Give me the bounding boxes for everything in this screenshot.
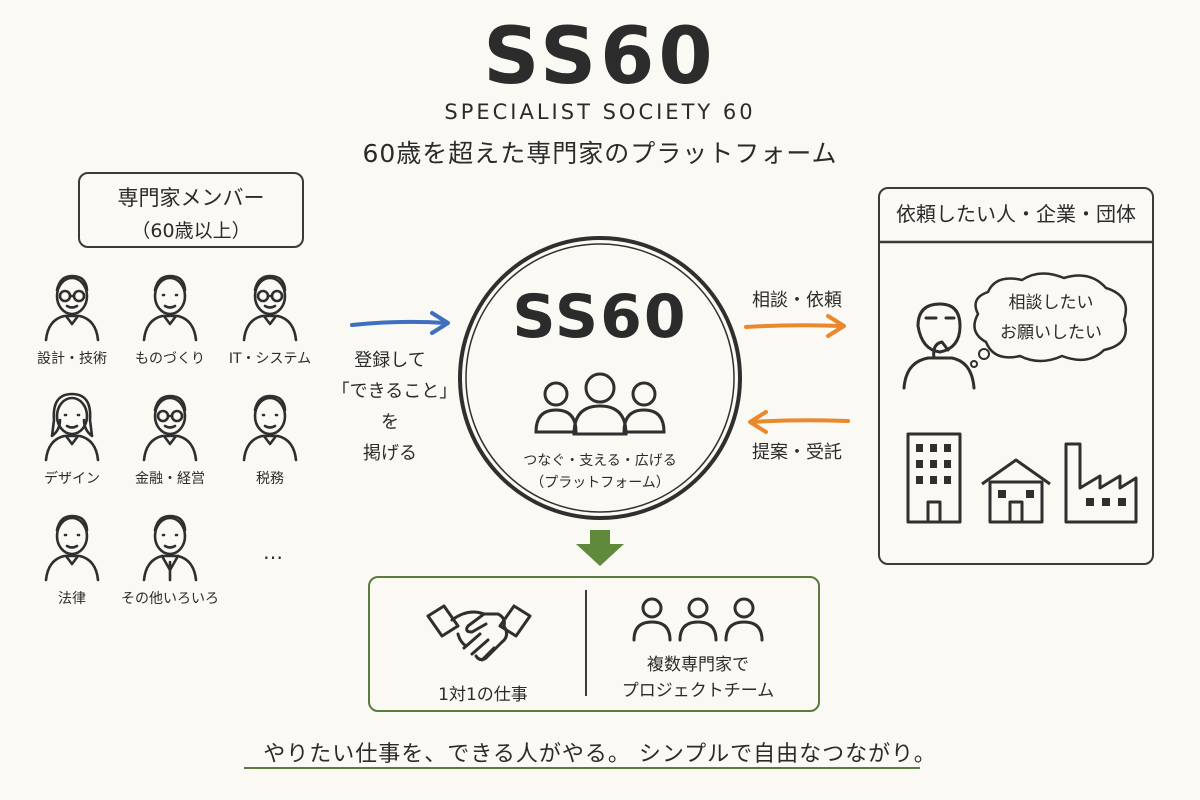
- members-subtitle: （60歳以上）: [131, 220, 251, 242]
- member-label: デザイン: [44, 471, 100, 487]
- member-label: IT・システム: [228, 351, 312, 367]
- register-line-2: 「できること」を: [331, 381, 449, 433]
- member-label: 金融・経営: [135, 471, 205, 487]
- platform-title: SS60: [512, 282, 688, 352]
- bubble-line-2: お願いしたい: [1000, 323, 1102, 343]
- group-people-icon: [534, 372, 666, 436]
- subtitle: SPECIALIST SOCIETY 60: [444, 100, 756, 124]
- logo-text: SS60: [483, 12, 717, 102]
- bubble-line-1: 相談したい: [1008, 293, 1094, 313]
- person-icon: [44, 514, 100, 582]
- member-label: 設計・技術: [37, 351, 107, 367]
- down-arrow-icon: [576, 530, 624, 566]
- client-divider: [878, 240, 1154, 244]
- member-label: ものづくり: [135, 351, 205, 367]
- office-building-icon: [906, 432, 962, 524]
- factory-icon: [1064, 442, 1138, 524]
- team-people-icon: [632, 597, 764, 642]
- result-divider: [585, 590, 587, 696]
- register-arrow-icon: [350, 311, 450, 335]
- register-line-1: 登録して: [354, 350, 426, 371]
- thinking-person-icon: [902, 302, 976, 390]
- team-label: 複数専門家で プロジェクトチーム: [598, 652, 798, 704]
- result-box: [368, 576, 820, 712]
- client-title: 依頼したい人・企業・団体: [896, 202, 1136, 226]
- platform-caption-2: （プラットフォーム）: [530, 475, 670, 491]
- consult-arrow-icon: [744, 314, 846, 338]
- team-line-1: 複数専門家で: [647, 655, 749, 675]
- platform-circle: [458, 236, 742, 520]
- tagline: 60歳を超えた専門家のプラットフォーム: [362, 139, 838, 168]
- speech-bubble: [970, 272, 1128, 368]
- person-suit-icon: [142, 514, 198, 582]
- propose-label: 提案・受託: [752, 442, 842, 463]
- person-glasses-icon: [242, 274, 298, 342]
- person-icon: [242, 394, 298, 462]
- person-glasses-icon: [44, 274, 100, 342]
- members-title-box: 専門家メンバー （60歳以上）: [78, 172, 304, 248]
- member-label: 法律: [58, 591, 86, 607]
- member-label: その他いろいろ: [121, 591, 219, 607]
- handshake-icon: [426, 604, 532, 662]
- consult-label: 相談・依頼: [752, 290, 842, 311]
- platform-caption: つなぐ・支える・広げる （プラットフォーム）: [464, 450, 736, 494]
- propose-arrow-icon: [748, 410, 850, 434]
- person-woman-icon: [44, 392, 100, 462]
- bubble-text: 相談したい お願いしたい: [976, 288, 1126, 348]
- member-label: 税務: [256, 471, 284, 487]
- person-glasses-icon: [142, 394, 198, 462]
- house-icon: [981, 458, 1051, 524]
- members-title: 専門家メンバー: [117, 186, 265, 210]
- one-to-one-label: 1対1の仕事: [438, 685, 528, 705]
- ellipsis: …: [263, 540, 283, 564]
- platform-caption-1: つなぐ・支える・広げる: [523, 453, 677, 469]
- register-text: 登録して 「できること」を 掲げる: [330, 345, 450, 469]
- register-line-3: 掲げる: [363, 443, 417, 464]
- team-line-2: プロジェクトチーム: [621, 681, 775, 701]
- footer-underline: [244, 767, 920, 769]
- footer-message: やりたい仕事を、できる人がやる。 シンプルで自由なつながり。: [263, 742, 937, 767]
- person-icon: [142, 274, 198, 342]
